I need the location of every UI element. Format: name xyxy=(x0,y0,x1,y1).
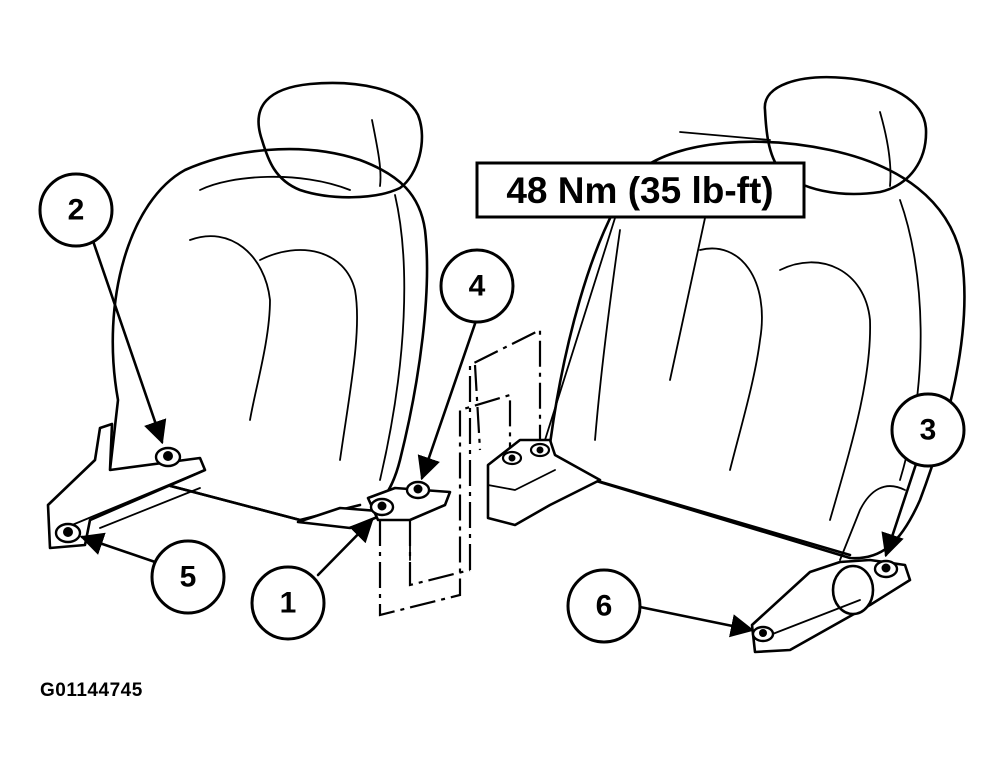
callout-3: 3 xyxy=(890,392,966,468)
callout-1: 1 xyxy=(250,565,326,641)
callout-6: 6 xyxy=(566,568,642,644)
bolt-5-icon xyxy=(54,522,82,544)
callout-5-label: 5 xyxy=(180,561,197,594)
callout-2-label: 2 xyxy=(68,194,85,227)
center-brackets xyxy=(366,328,542,617)
callout-4: 4 xyxy=(439,248,515,324)
callout-3-label: 3 xyxy=(920,414,937,447)
bolt-6-icon xyxy=(751,625,775,643)
torque-spec-text: 48 Nm (35 lb-ft) xyxy=(506,170,773,211)
bolt-1-icon xyxy=(369,497,395,517)
callout-6-label: 6 xyxy=(596,590,613,623)
bolt-3-icon xyxy=(873,559,899,579)
bolt-center-a-icon xyxy=(501,450,523,466)
bolt-2-icon xyxy=(154,446,182,468)
callout-4-label: 4 xyxy=(469,270,486,303)
leader-lines xyxy=(79,217,920,638)
left-seat xyxy=(46,81,429,550)
figure-id: G01144745 xyxy=(40,680,143,701)
callout-5: 5 xyxy=(150,539,226,615)
callout-2: 2 xyxy=(38,172,114,248)
torque-label: 48 Nm (35 lb-ft) xyxy=(475,161,806,219)
callout-1-label: 1 xyxy=(280,587,297,620)
bolt-4-icon xyxy=(405,480,431,500)
bolt-center-b-icon xyxy=(529,442,551,458)
